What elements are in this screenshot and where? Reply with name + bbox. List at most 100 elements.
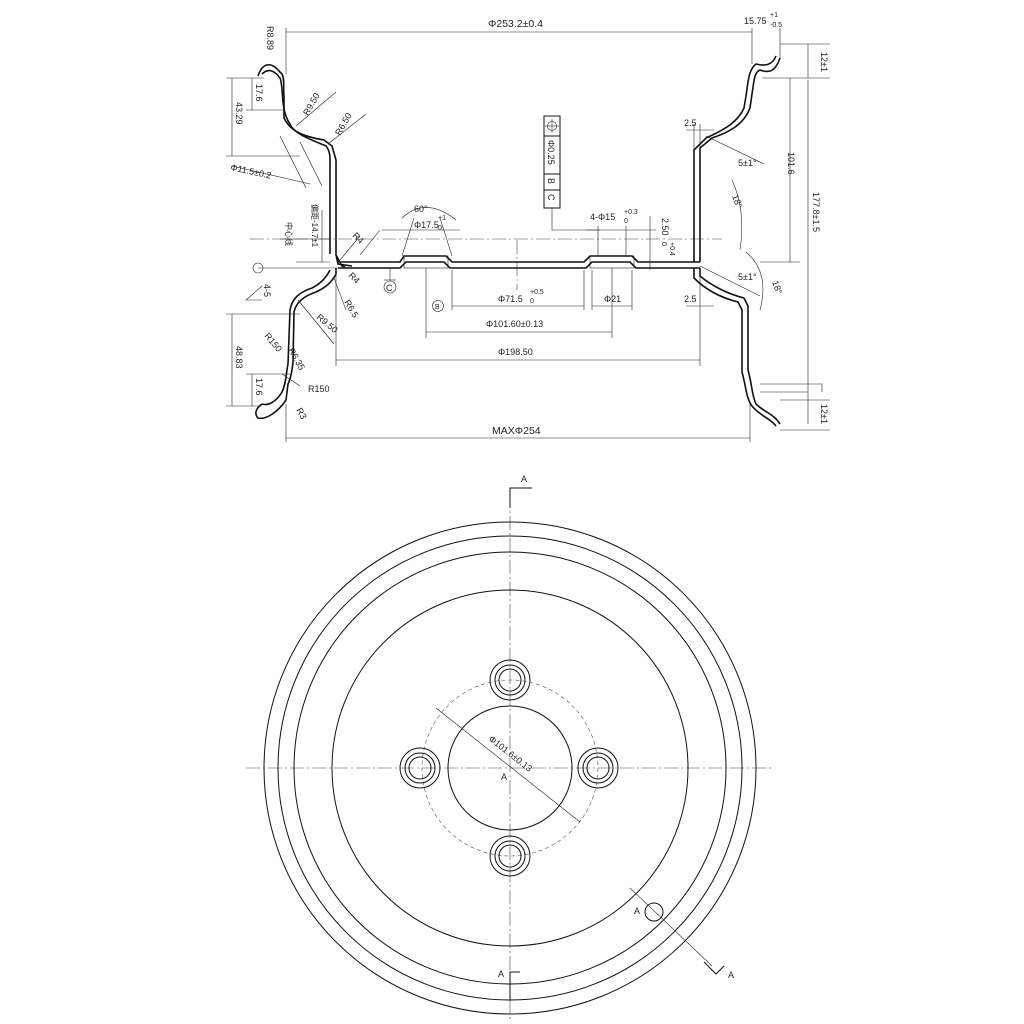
dim-d17-5-tol: +1 — [438, 215, 446, 222]
dim-r6-35: R6.35 — [286, 346, 307, 372]
dim-d71-5-tol2: 0 — [530, 298, 534, 305]
dim-top-right-tol-lower: -0.5 — [770, 22, 782, 29]
dim-r6-50: R6.50 — [333, 111, 354, 137]
dim-d11-5: Φ11.5±0.2 — [230, 162, 273, 180]
right-rim-profile — [699, 57, 781, 262]
right-rim-lower-inner — [693, 268, 777, 427]
bolt-hole-bottom — [489, 835, 531, 877]
bolt-hole-top — [489, 659, 531, 701]
dim-48-83: 48.83 — [234, 346, 244, 369]
dim-r9-50: R9.50 — [301, 91, 322, 117]
dim-r150b: R150 — [308, 384, 330, 394]
dim-holes-tol2: 0 — [624, 218, 628, 225]
left-rim-profile — [257, 64, 353, 268]
section-marker-top — [509, 487, 532, 508]
hole-inner — [586, 756, 610, 780]
datum-b-symbol — [432, 300, 444, 312]
dim-101-6: 101.6 — [786, 152, 796, 175]
datum-c-symbol — [383, 280, 397, 294]
plan-view: Φ101.6±0.13 A A A A A — [246, 474, 774, 1022]
datum-b-ref: B — [546, 178, 556, 184]
leader — [295, 91, 337, 127]
leader — [297, 299, 335, 345]
hole-outer — [399, 747, 441, 789]
dim-2-50-tol2: 0 — [660, 242, 667, 246]
right-rim-lower-profile — [699, 268, 781, 425]
pcd-dim-line — [435, 707, 581, 823]
dim-d17-5-tol2: 0 — [438, 225, 442, 232]
leader — [299, 141, 323, 187]
dim-17-6-bottom: 17.6 — [254, 378, 264, 396]
hole-chamfer — [582, 752, 614, 784]
leader — [705, 135, 765, 165]
flatness-symbol — [245, 267, 338, 301]
datum-b-label: B — [435, 304, 440, 311]
side-note: 偏距-14.7±1 — [310, 204, 320, 248]
angle-18-bottom: 18° — [770, 279, 784, 296]
dim-r3: R3 — [294, 406, 308, 421]
hole-inner — [408, 756, 432, 780]
hole-outer — [489, 659, 531, 701]
leader — [327, 113, 367, 145]
rim-outer-circle — [263, 521, 757, 1015]
dim-177-8: 177.8±1.5 — [811, 192, 821, 232]
right-rim-inner — [693, 55, 777, 262]
dim-4-holes: 4-Φ15 — [590, 212, 615, 222]
dim-d198-50: Φ198.50 — [498, 347, 533, 357]
dim-d71-5: Φ71.5 — [498, 294, 523, 304]
detail-leader — [629, 887, 713, 967]
hole-chamfer — [494, 840, 526, 872]
left-rim-lower-profile — [255, 268, 337, 420]
detail-a-label: A — [634, 906, 640, 916]
angle-arc — [401, 207, 457, 221]
section-a-top: A — [521, 474, 527, 484]
leader — [339, 235, 361, 261]
center-bore — [447, 705, 573, 831]
dim-flange-bottom: 12±1 — [819, 404, 829, 424]
bolt-hole-left — [399, 747, 441, 789]
position-tolerance-frame: Φ0.25 B C — [543, 115, 600, 231]
leader — [699, 251, 764, 311]
leader — [281, 373, 301, 387]
angle-5-bottom: 5±1° — [738, 272, 757, 282]
dim-2-50: 2.50 — [660, 218, 670, 236]
bolt-hole-right — [577, 747, 619, 789]
dim-r8-89: R8.89 — [265, 26, 275, 50]
dim-43-29: 43.29 — [234, 102, 244, 125]
hole-chamfer — [494, 664, 526, 696]
angle-arc — [731, 179, 743, 251]
dim-top-right: 15.75 — [744, 16, 767, 26]
leader — [279, 135, 307, 189]
dim-r4-b: R4 — [347, 270, 362, 285]
dim-d71-5-tol: +0.5 — [530, 289, 544, 296]
dim-d101-60: Φ101.60±0.13 — [486, 319, 543, 329]
hole-inner — [498, 668, 522, 692]
section-marker-bottom — [509, 971, 520, 1000]
hole-chamfer — [404, 752, 436, 784]
leader — [551, 208, 600, 231]
hole-outer — [577, 747, 619, 789]
angle-5-top: 5±1° — [738, 158, 757, 168]
dim-r6-5: R6.5 — [342, 298, 360, 319]
hole-outer — [489, 835, 531, 877]
dim-2-50-tol: +0.4 — [668, 242, 675, 256]
dim-top-width: Φ253.2±0.4 — [488, 18, 543, 30]
ext-line — [760, 383, 823, 393]
dim-d21: Φ21 — [604, 294, 621, 304]
angle-4-5: 4-5 — [262, 284, 272, 297]
dim-r150a: R150 — [262, 331, 283, 354]
chamfer-line — [439, 217, 453, 257]
left-rim-lower-inner — [261, 269, 331, 406]
dim-flange-top: 12±1 — [819, 52, 829, 72]
pcd-circle — [421, 679, 599, 857]
datum-c-label: C — [386, 283, 393, 293]
section-a-diag: A — [728, 970, 734, 980]
section-marker-diag — [703, 961, 725, 975]
center-a-label: A — [501, 772, 507, 782]
disc-lower — [338, 261, 700, 269]
section-view: Φ253.2±0.4 15.75 +1 -0.5 12±1 101.6 177.… — [226, 12, 830, 442]
dim-top-right-tol-upper: +1 — [770, 12, 778, 19]
disc-upper — [338, 255, 700, 263]
pos-tolerance-value: Φ0.25 — [546, 140, 556, 165]
